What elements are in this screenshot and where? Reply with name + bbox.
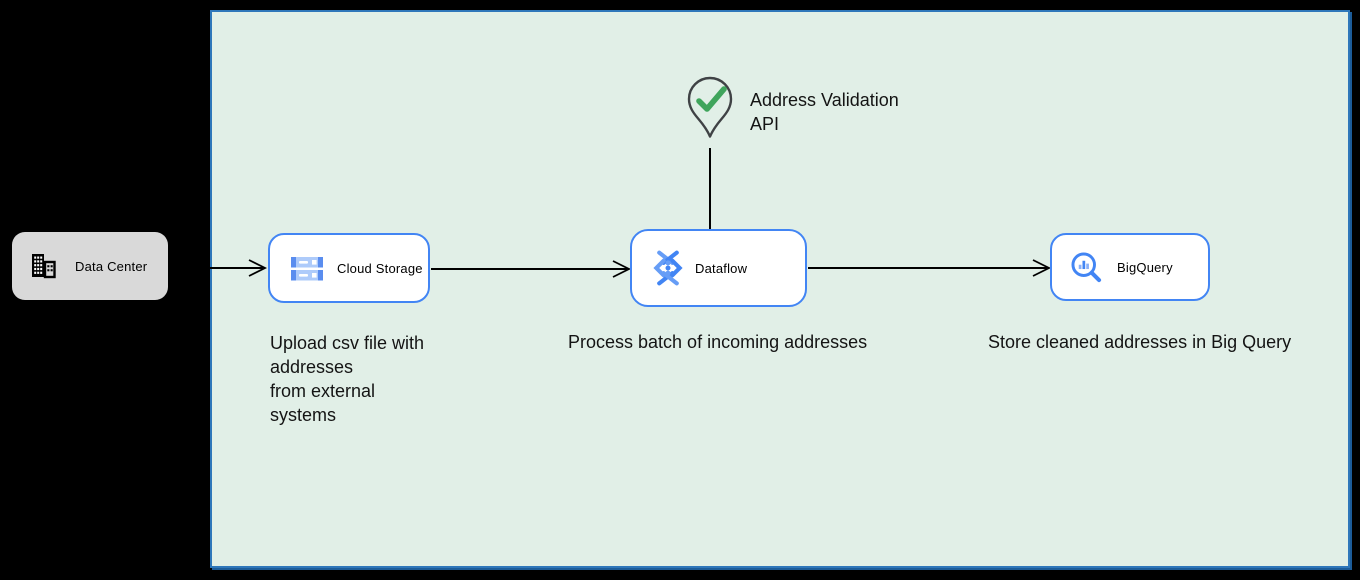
note-upload-csv[interactable]: Upload csv file with addresses from exte…	[270, 333, 425, 425]
note-store-bigquery[interactable]: Store cleaned addresses in Big Query	[988, 332, 1292, 352]
note-process-batch[interactable]: Process batch of incoming addresses	[568, 332, 868, 352]
node-label-dataflow: Dataflow	[695, 260, 748, 276]
node-label-cloud-storage: Cloud Storage	[337, 260, 423, 276]
check-icon	[696, 86, 727, 112]
node-cloud-storage[interactable]: Cloud Storage	[268, 233, 430, 303]
bigquery-icon	[1071, 252, 1102, 283]
address-validation-label[interactable]: Address Validation API	[750, 90, 899, 134]
address-validation-pin[interactable]	[687, 76, 733, 140]
node-dataflow[interactable]: Dataflow	[630, 229, 807, 307]
building-icon	[32, 254, 56, 279]
node-bigquery[interactable]: BigQuery	[1050, 233, 1210, 301]
cloud-storage-icon	[291, 257, 323, 281]
node-label-bigquery: BigQuery	[1117, 259, 1173, 275]
node-label-data-center: Data Center	[75, 258, 148, 274]
node-data-center[interactable]: Data Center	[12, 232, 168, 300]
map-pin-check-icon	[687, 76, 733, 138]
dataflow-icon	[653, 250, 683, 286]
